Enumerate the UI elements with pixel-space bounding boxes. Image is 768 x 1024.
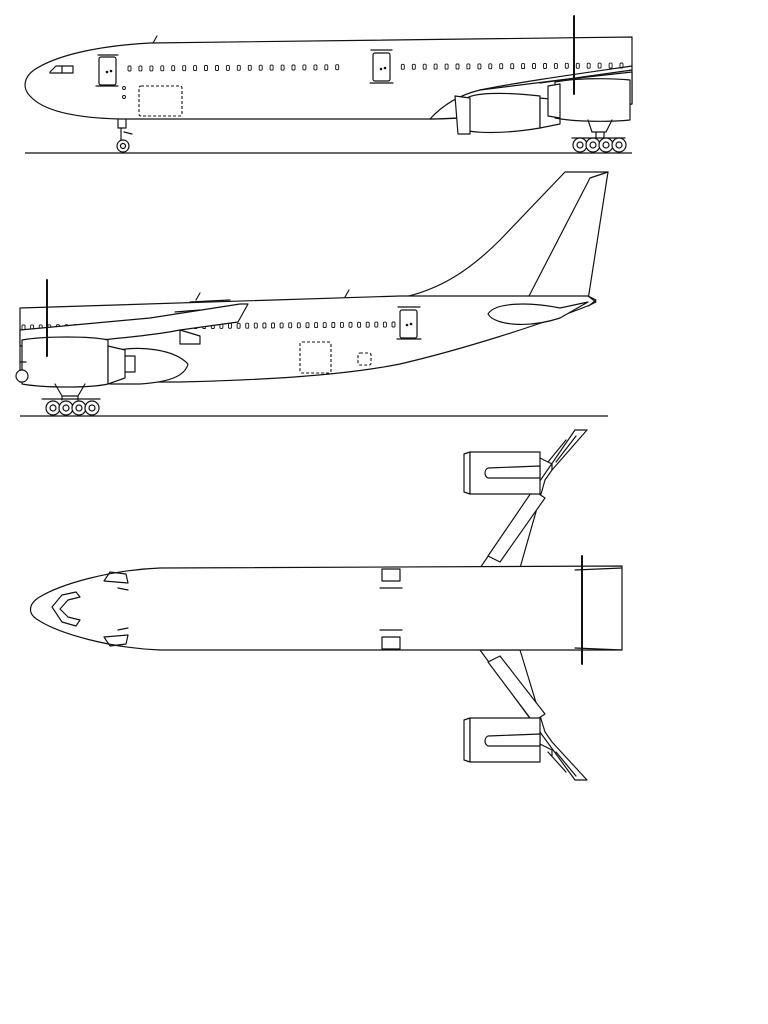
cabin-window [391, 321, 396, 328]
cabin-window [335, 64, 340, 71]
cabin-window [215, 65, 219, 71]
cabin-window [296, 322, 301, 329]
antenna [152, 35, 158, 44]
rear-door [396, 306, 422, 340]
engine-upper [463, 451, 553, 495]
cabin-window [262, 322, 267, 329]
antenna [195, 292, 201, 301]
cabin-window [488, 63, 493, 70]
cabin-window [331, 322, 336, 328]
window-row-front [127, 62, 624, 72]
cabin-window [433, 63, 438, 70]
cabin-window [314, 322, 319, 329]
cabin-window [225, 64, 230, 71]
cabin-window [149, 65, 154, 72]
door-markers-top [103, 568, 403, 650]
cabin-window [532, 63, 536, 69]
cabin-window [245, 322, 250, 329]
main-gear-front-view [571, 119, 627, 153]
cabin-window [313, 64, 318, 71]
cabin-window [553, 62, 558, 69]
mid-door [369, 49, 394, 84]
cargo-door-rear [299, 341, 332, 374]
cabin-window [422, 63, 427, 70]
cabin-window [521, 63, 526, 70]
antenna [344, 289, 350, 298]
cabin-window [305, 322, 310, 329]
bulk-cargo-door [357, 352, 372, 366]
cabin-window [575, 62, 580, 69]
cabin-window [586, 62, 591, 69]
cabin-window [477, 63, 482, 70]
cabin-window [253, 322, 258, 329]
top-view [29, 429, 623, 781]
cabin-window [400, 63, 405, 70]
cabin-window [543, 63, 547, 69]
engine-rear-view [19, 336, 189, 388]
cockpit-windows [49, 65, 74, 74]
flap-upper [487, 489, 546, 563]
cabin-window [510, 63, 515, 70]
cabin-window [455, 63, 460, 70]
cabin-window [204, 65, 208, 71]
cabin-window [302, 64, 307, 71]
cabin-window [182, 65, 187, 72]
vertical-stabilizer [399, 171, 609, 301]
cabin-window [365, 321, 370, 328]
cabin-window [564, 62, 569, 69]
cabin-window [324, 64, 329, 71]
cabin-window [171, 65, 176, 72]
cabin-window [597, 62, 602, 69]
cabin-window [499, 63, 504, 70]
cabin-window [271, 322, 275, 329]
cabin-window [160, 65, 165, 72]
cabin-window [127, 65, 132, 72]
side-view-rear [15, 171, 609, 417]
cabin-window [280, 64, 285, 71]
cabin-window [322, 322, 327, 329]
cabin-window [193, 65, 198, 72]
nose-gear [116, 118, 133, 153]
cabin-window [236, 322, 241, 329]
cabin-window [236, 64, 241, 71]
engine-front-view [454, 78, 631, 135]
fuselage-top [29, 565, 623, 651]
cabin-window [279, 322, 284, 329]
cabin-window [348, 321, 353, 328]
cabin-window [269, 64, 274, 71]
main-gear-rear-view [15, 369, 101, 416]
cabin-window [339, 321, 344, 328]
tail-cone [587, 295, 597, 307]
cabin-window [258, 64, 263, 71]
cabin-window [411, 63, 416, 70]
horizontal-stabilizer [487, 301, 589, 325]
cabin-window [382, 321, 387, 328]
cabin-window [357, 321, 362, 328]
cabin-window [444, 63, 449, 70]
wing-leading-edge [479, 65, 633, 91]
cabin-window [291, 64, 296, 71]
cabin-window [228, 322, 232, 329]
side-view-front [24, 15, 633, 154]
cabin-window [138, 65, 143, 72]
cabin-window [288, 322, 293, 329]
cabin-window [608, 62, 613, 69]
flap-lower [487, 655, 546, 723]
engine-lower [463, 717, 553, 763]
forward-door [95, 54, 119, 87]
cabin-window [374, 321, 379, 328]
rudder-line [527, 171, 609, 299]
cockpit-windows-top [51, 591, 81, 627]
cabin-window [247, 64, 252, 71]
cargo-door-front [138, 85, 183, 117]
cabin-window [466, 63, 471, 70]
